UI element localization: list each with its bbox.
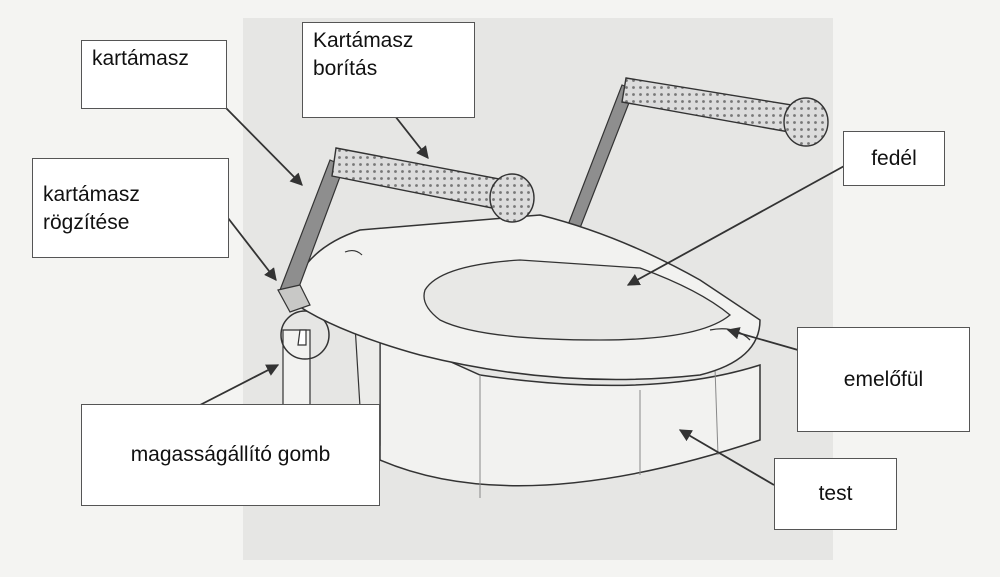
front-armrest <box>277 147 535 313</box>
leader-arrows <box>199 107 847 486</box>
label-height-button: magasságállító gomb <box>81 404 380 506</box>
label-body: test <box>774 458 897 530</box>
seat-body <box>379 328 761 498</box>
label-lift-tab: emelőfül <box>797 327 970 432</box>
label-armrest: kartámasz <box>81 40 227 109</box>
lid <box>289 214 761 381</box>
label-armrest-cover: Kartámasz borítás <box>302 22 475 118</box>
back-armrest <box>567 77 829 229</box>
label-lid: fedél <box>843 131 945 186</box>
label-armrest-fixing: kartámasz rögzítése <box>32 158 229 258</box>
